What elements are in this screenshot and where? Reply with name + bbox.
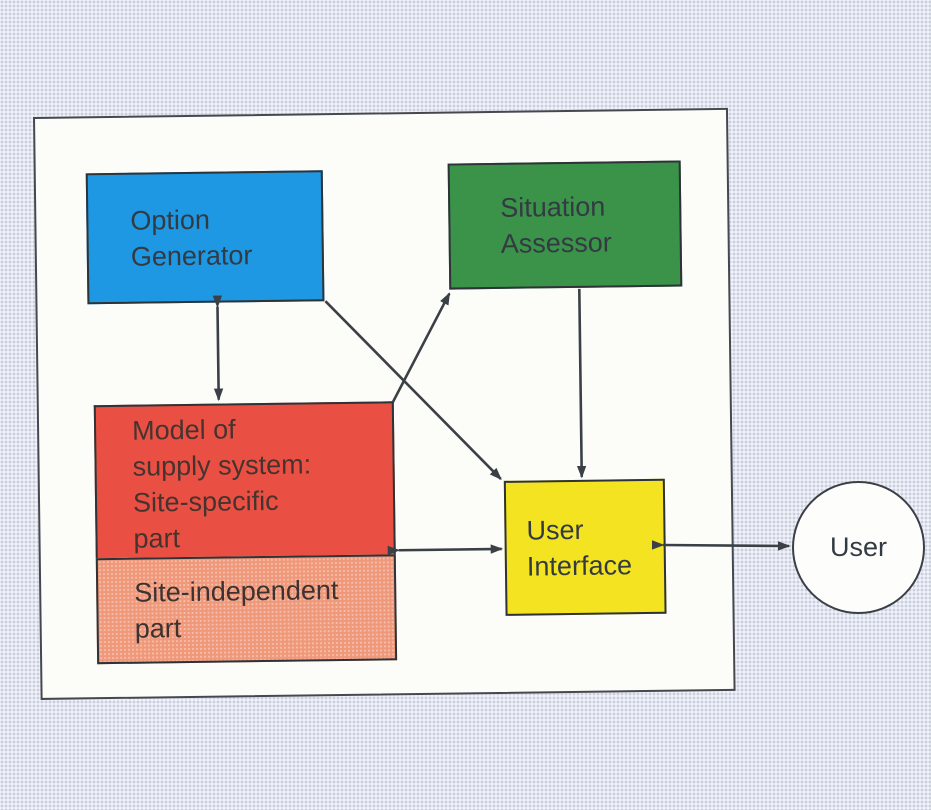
node-situation-assessor: Situation Assessor — [447, 160, 683, 290]
node-user-interface: User Interface — [503, 478, 667, 616]
node-model-site-independent-part: Site-independent part — [95, 554, 398, 665]
arrow-model-user-interface — [387, 544, 504, 556]
arrow-situation-assessor-user-interface — [576, 288, 587, 479]
diagram-panel: Option Generator Situation Assessor Mode… — [33, 107, 736, 700]
arrow-model-situation-assessor — [391, 292, 451, 403]
node-model-site-specific-part: Model of supply system: Site-specific pa… — [93, 401, 396, 559]
arrow-option-generator-model — [212, 295, 224, 402]
node-user: User — [792, 481, 925, 614]
node-option-generator: Option Generator — [85, 170, 325, 305]
